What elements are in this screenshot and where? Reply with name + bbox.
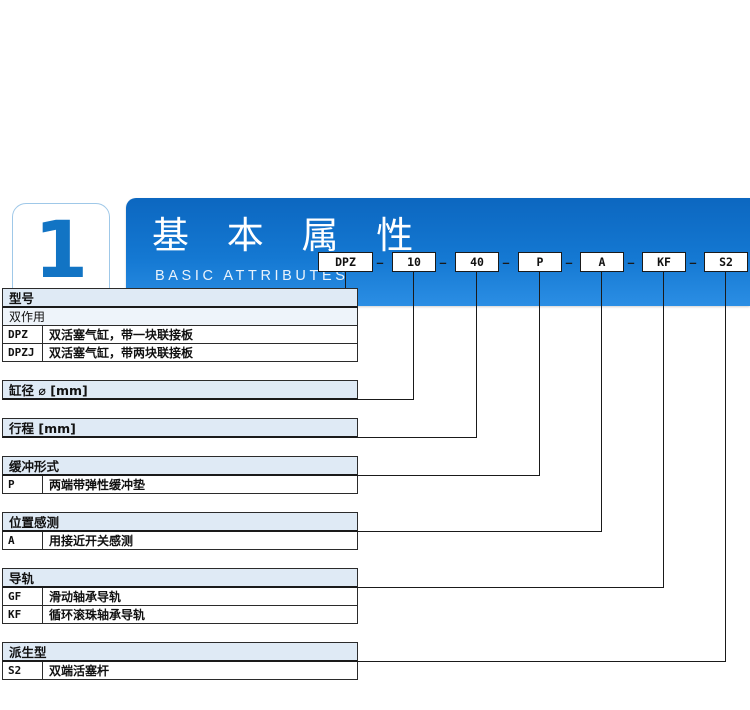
row-code: A [3, 532, 43, 549]
order-code-separator: – [627, 254, 635, 270]
order-code-box-s2: S2 [704, 252, 748, 272]
spec-table-header: 型号 [2, 288, 358, 308]
spec-table-2: 行程 [mm] [2, 418, 358, 438]
order-code-separator: – [439, 254, 447, 270]
order-code-box-dpz: DPZ [318, 252, 373, 272]
order-code-separator: – [376, 254, 384, 270]
page-subtitle: BASIC ATTRIBUTES [155, 268, 349, 284]
table-row: GF 滑动轴承导轨 [2, 588, 358, 606]
table-row: P 两端带弹性缓冲垫 [2, 476, 358, 494]
order-code-separator: – [689, 254, 697, 270]
connector-line-vertical-p [539, 272, 541, 476]
row-description: 两端带弹性缓冲垫 [49, 478, 146, 492]
connector-line-horizontal-s2 [358, 661, 726, 663]
connector-line-horizontal-a [358, 531, 602, 533]
table-row: DPZJ 双活塞气缸，带两块联接板 [2, 344, 358, 362]
connector-line-vertical-a [601, 272, 603, 532]
spec-table-header: 缸径 ⌀ [mm] [2, 380, 358, 400]
row-code: GF [3, 588, 43, 605]
section-number: 1 [33, 206, 89, 296]
row-code: S2 [3, 662, 43, 679]
connector-line-horizontal-10 [358, 399, 414, 401]
spec-table-1: 缸径 ⌀ [mm] [2, 380, 358, 400]
section-number-badge: 1 [12, 203, 110, 303]
section-header-band: 1 基 本 属 性 BASIC ATTRIBUTES [0, 95, 750, 306]
spec-table-header: 位置感测 [2, 512, 358, 532]
spec-table-subheader: 双作用 [2, 308, 358, 326]
spec-table-header: 缓冲形式 [2, 456, 358, 476]
connector-line-vertical-s2 [725, 272, 727, 662]
spec-table-header: 行程 [mm] [2, 418, 358, 438]
row-description: 滑动轴承导轨 [49, 590, 122, 604]
row-description: 双活塞气缸，带一块联接板 [49, 328, 194, 342]
row-description: 循环滚珠轴承导轨 [49, 608, 146, 622]
row-code: DPZ [3, 326, 43, 343]
connector-line-horizontal-kf [358, 587, 664, 589]
order-code-box-a: A [580, 252, 624, 272]
row-code: P [3, 476, 43, 493]
order-code-box-10: 10 [392, 252, 436, 272]
row-description: 用接近开关感测 [49, 534, 134, 548]
order-code-separator: – [565, 254, 573, 270]
order-code-box-p: P [518, 252, 562, 272]
spec-table-header: 派生型 [2, 642, 358, 662]
table-row: DPZ 双活塞气缸，带一块联接板 [2, 326, 358, 344]
row-description: 双端活塞杆 [49, 664, 110, 678]
order-code-separator: – [502, 254, 510, 270]
row-code: KF [3, 606, 43, 623]
table-row: A 用接近开关感测 [2, 532, 358, 550]
row-description: 双活塞气缸，带两块联接板 [49, 346, 194, 360]
connector-line-horizontal-40 [358, 437, 477, 439]
row-code: DPZJ [3, 344, 43, 361]
order-code-box-40: 40 [455, 252, 499, 272]
table-row: KF 循环滚珠轴承导轨 [2, 606, 358, 624]
connector-line-vertical-40 [476, 272, 478, 438]
order-code-box-kf: KF [642, 252, 686, 272]
spec-table-header: 导轨 [2, 568, 358, 588]
connector-line-vertical-10 [413, 272, 415, 400]
table-row: S2 双端活塞杆 [2, 662, 358, 680]
connector-line-vertical-kf [663, 272, 665, 588]
connector-line-horizontal-p [358, 475, 540, 477]
page-title: 基 本 属 性 [152, 214, 427, 257]
